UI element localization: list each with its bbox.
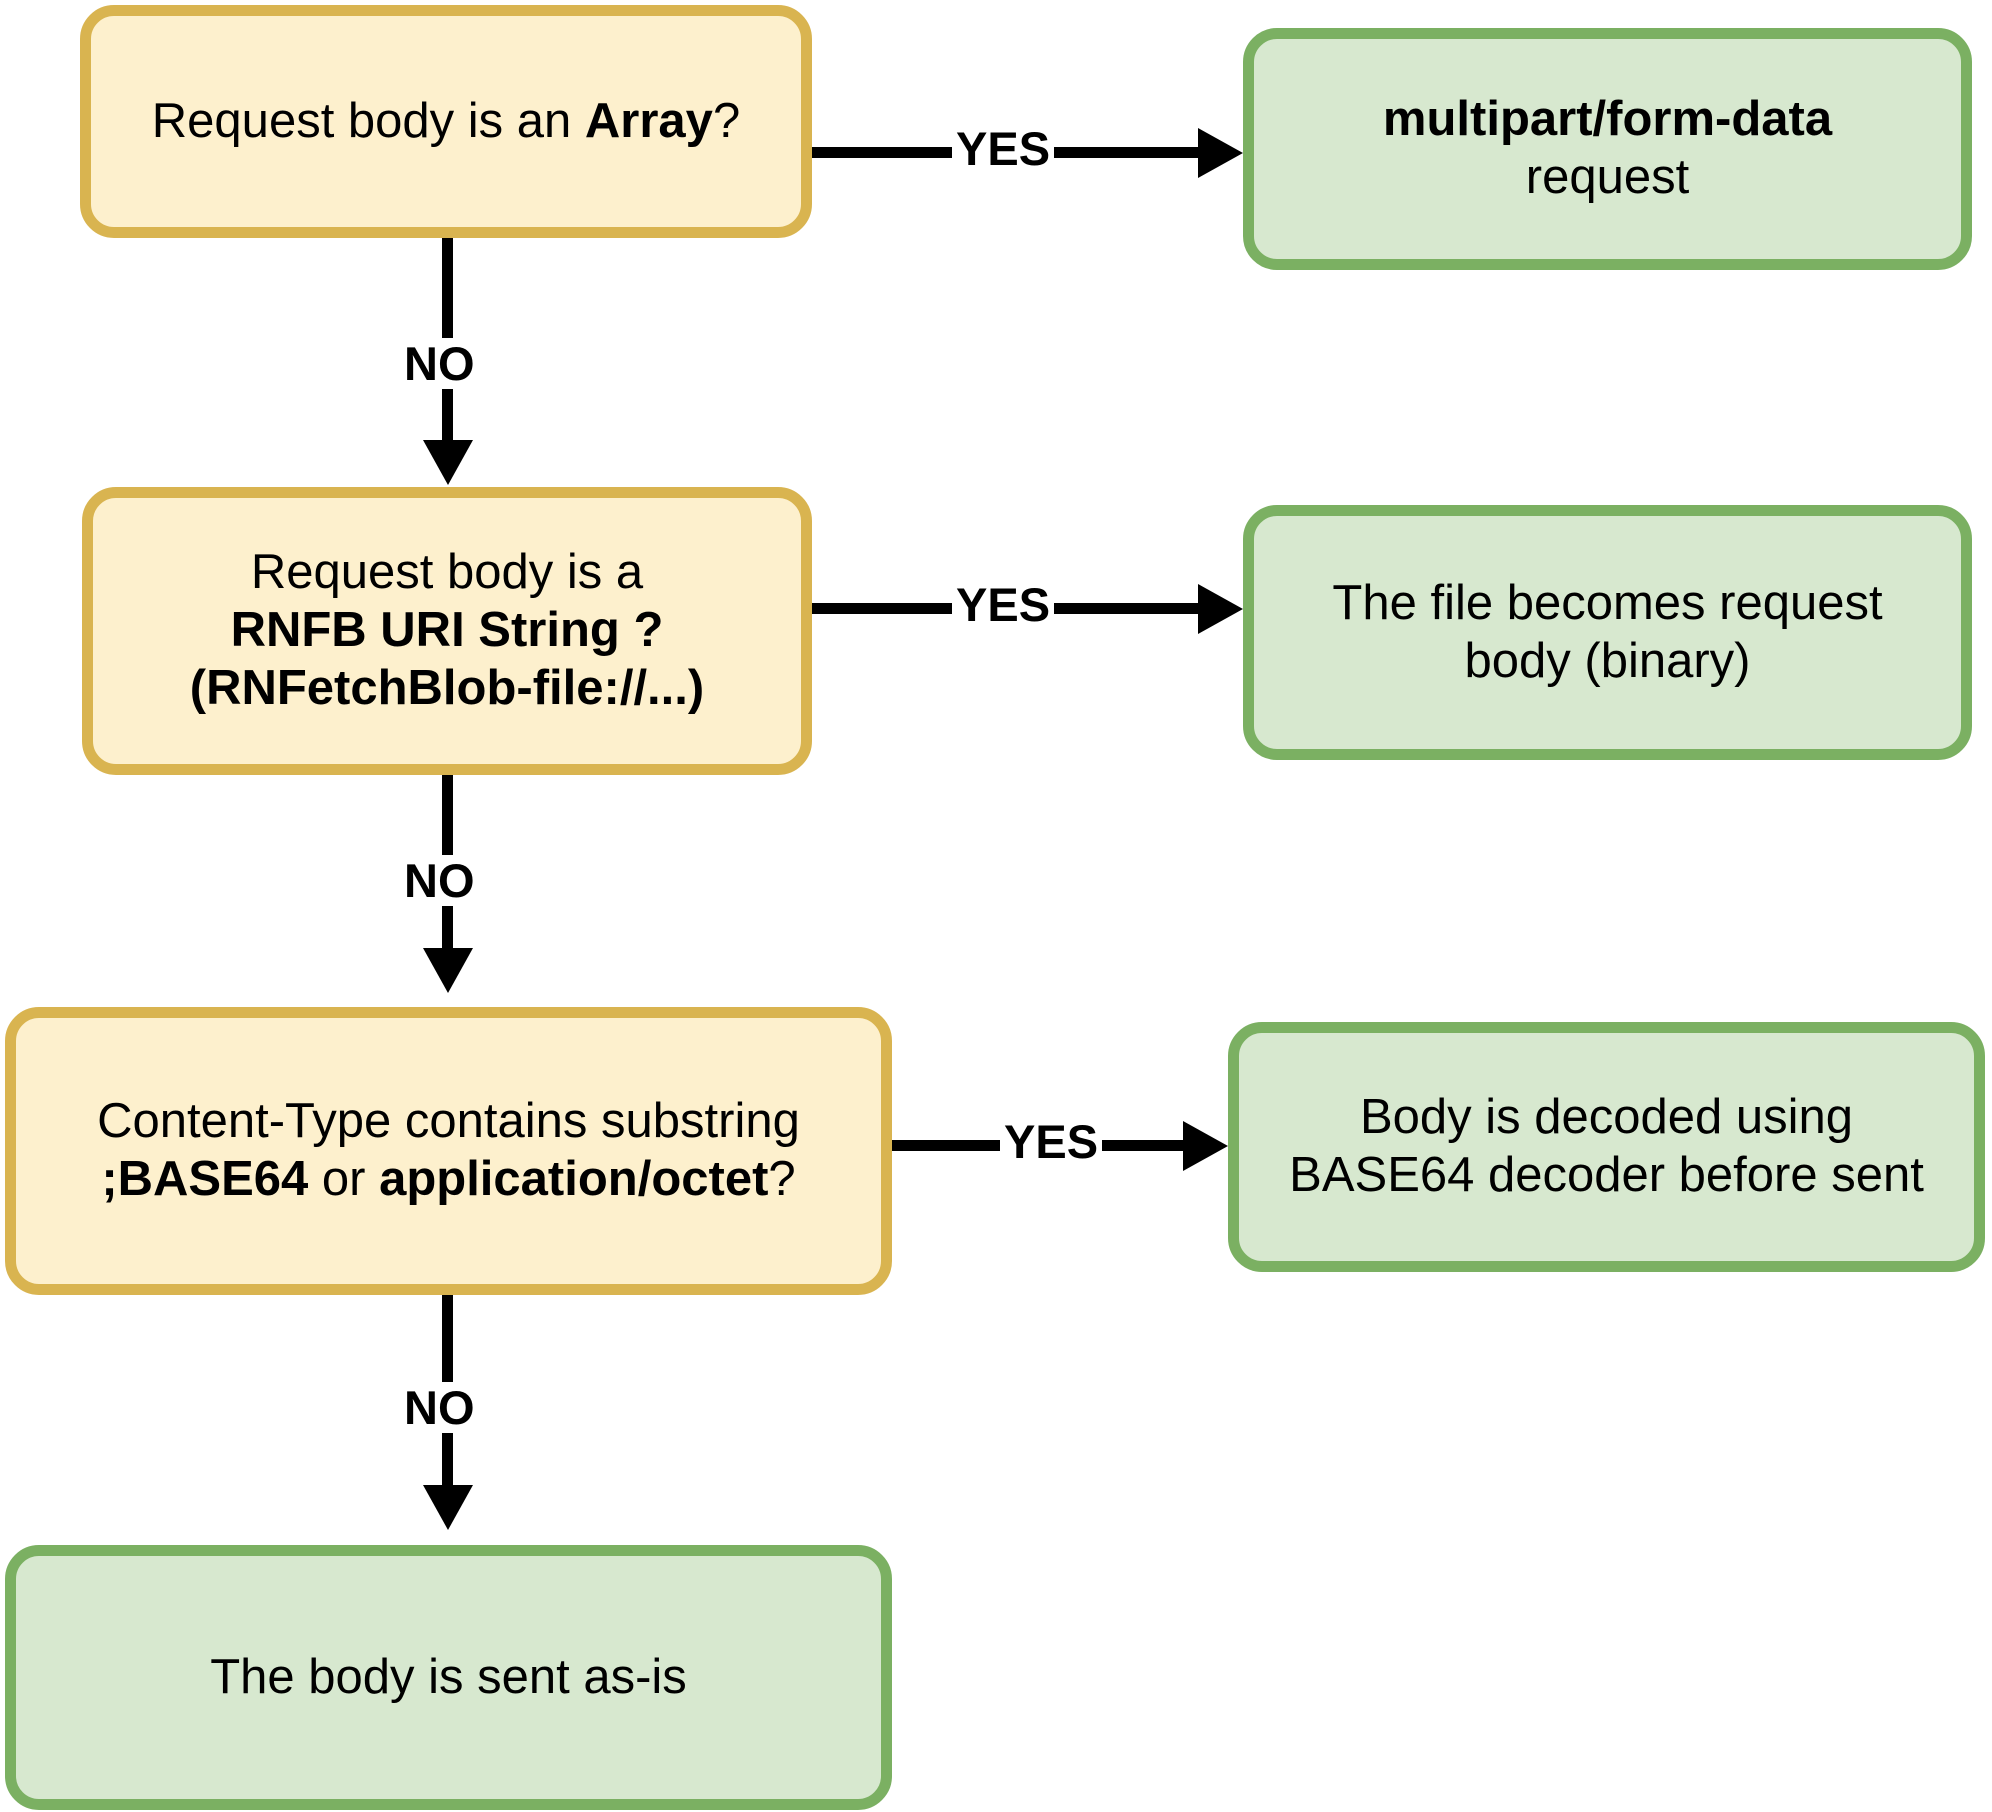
decision-node-content-type-contains-substring[interactable]: Content-Type contains substring;BASE64 o… <box>5 1007 892 1295</box>
decision-rnfb-line1: Request body is a <box>250 545 644 600</box>
decision-array-text-pre: Request body is an <box>151 93 585 148</box>
edge-label-rnfb-no: NO <box>400 855 479 906</box>
terminal-node-body-sent-as-is[interactable]: The body is sent as-is <box>5 1545 892 1810</box>
terminal-multipart-line2: request <box>1525 150 1690 204</box>
terminal-file-binary-line2: body (binary) <box>1464 633 1751 688</box>
terminal-base64-line2: BASE64 decoder before sent <box>1289 1148 1924 1202</box>
decision-rnfb-line3: (RNFetchBlob-file://...) <box>189 660 705 715</box>
decision-content-type-bold-base64: ;BASE64 <box>101 1152 309 1206</box>
terminal-multipart-line1: multipart/form-data <box>1382 92 1833 147</box>
terminal-base64-line1: Body is decoded using <box>1359 1090 1854 1145</box>
arrow-head-rnfb-yes <box>1198 584 1243 634</box>
decision-rnfb-line2: RNFB URI String ? <box>230 603 664 658</box>
decision-content-type-question: ? <box>768 1152 796 1206</box>
terminal-as-is-label: The body is sent as-is <box>210 1649 687 1704</box>
decision-array-text-post: ? <box>712 93 741 148</box>
decision-node-request-body-is-array[interactable]: Request body is an Array? <box>80 5 812 238</box>
edge-label-contenttype-yes: YES <box>1000 1116 1103 1167</box>
arrow-head-rnfb-no <box>423 948 473 993</box>
edge-label-array-no: NO <box>400 338 479 389</box>
decision-content-type-or: or <box>308 1152 380 1206</box>
decision-content-type-bold-octet: application/octet <box>379 1152 769 1206</box>
decision-array-text-bold: Array <box>584 93 713 148</box>
decision-content-type-line1: Content-Type contains substring <box>97 1094 800 1149</box>
arrow-head-contenttype-no <box>423 1485 473 1530</box>
decision-content-type-label: Content-Type contains substring;BASE64 o… <box>16 1093 881 1209</box>
edge-label-rnfb-yes: YES <box>952 579 1055 630</box>
terminal-file-binary-line1: The file becomes request <box>1332 575 1883 630</box>
edge-label-contenttype-no: NO <box>400 1382 479 1433</box>
edge-label-array-yes: YES <box>952 123 1055 174</box>
decision-array-label: Request body is an Array? <box>91 93 801 151</box>
arrow-head-contenttype-yes <box>1183 1121 1228 1171</box>
arrow-head-array-no <box>423 440 473 485</box>
arrow-head-array-yes <box>1198 128 1243 178</box>
